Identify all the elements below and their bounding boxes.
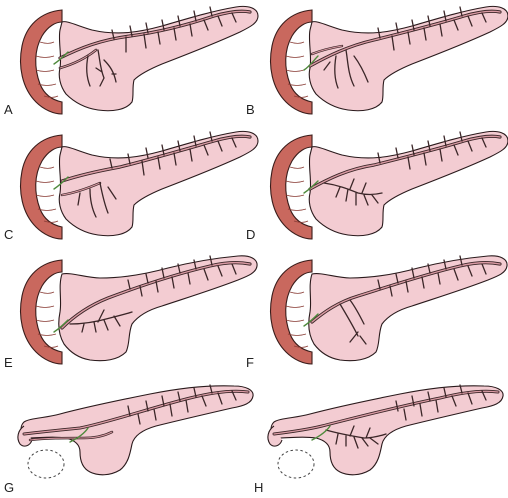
panel-label: H (254, 480, 263, 495)
panel-label: C (4, 227, 13, 242)
main-pancreatic-duct (310, 261, 502, 324)
panel-h: H (254, 384, 504, 495)
panel-g: G (4, 384, 254, 495)
panel-c: C (4, 130, 259, 242)
side-branches (323, 6, 487, 89)
main-pancreatic-duct (308, 134, 502, 191)
common-bile-duct (303, 313, 319, 327)
main-pancreatic-duct (60, 261, 252, 330)
pancreas-shape (308, 255, 508, 362)
panel-label: F (246, 355, 254, 370)
panel-a: A (4, 5, 259, 117)
side-branches (86, 6, 237, 87)
side-branches (127, 384, 237, 425)
pancreas-shape (58, 130, 259, 237)
panel-d: D (246, 130, 508, 242)
absent-duodenum-outline (277, 449, 315, 479)
pancreatic-head-tip (267, 425, 283, 447)
pancreas-shape (58, 5, 259, 112)
side-branches (339, 255, 487, 345)
panel-label: D (246, 227, 255, 242)
duodenum-shape (269, 259, 313, 365)
pancreas-shape (308, 130, 508, 237)
panel-e: E (4, 255, 258, 370)
common-bile-duct (303, 180, 319, 194)
accessory-duct (310, 44, 344, 56)
panel-label: E (4, 355, 13, 370)
side-branches (77, 131, 237, 218)
duodenum-shape (19, 259, 63, 365)
main-pancreatic-duct (60, 134, 252, 183)
duodenum-shape (269, 134, 313, 240)
panel-label: G (4, 480, 14, 495)
common-bile-duct (69, 427, 89, 443)
panel-label: B (246, 102, 255, 117)
common-bile-duct (311, 425, 331, 441)
panel-label: A (4, 102, 13, 117)
absent-duodenum-outline (27, 449, 65, 479)
accessory-duct (60, 181, 102, 197)
duodenum-shape (269, 9, 313, 115)
common-bile-duct (303, 55, 319, 71)
side-branches (325, 384, 487, 449)
common-bile-duct (53, 176, 69, 190)
common-bile-duct (53, 319, 69, 333)
main-pancreatic-duct (308, 9, 502, 68)
accessory-duct (58, 48, 98, 70)
common-bile-duct (53, 51, 69, 65)
side-branches (323, 131, 487, 206)
accessory-duct (28, 430, 114, 442)
panel-f: F (246, 255, 508, 370)
side-branches (69, 255, 237, 333)
main-pancreatic-duct (22, 389, 250, 436)
main-pancreatic-duct (58, 9, 252, 60)
panel-b: B (246, 5, 508, 117)
pancreatic-head-tip (17, 425, 33, 447)
pancreas-shape (308, 5, 508, 112)
